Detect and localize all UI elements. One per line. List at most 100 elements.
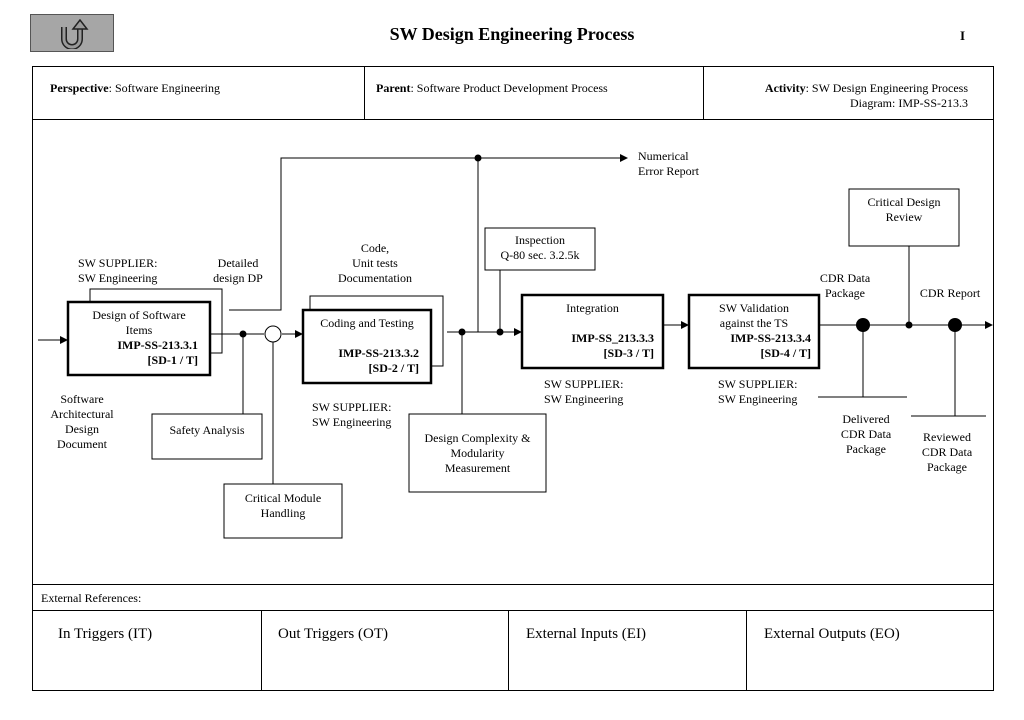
label-line: Detailed [217, 256, 259, 270]
delivered-cdr-label: Delivered CDR Data Package [828, 412, 904, 457]
software-arch-doc-label: Software Architectural Design Document [40, 392, 124, 452]
sw-supplier-label-2: SW SUPPLIER: SW Engineering [312, 400, 391, 430]
label-line: Design Complexity & [424, 431, 531, 445]
process-code: [SD-1 / T] [147, 353, 198, 367]
box3-title: Integration [566, 301, 619, 315]
box1-title: Design of Software Items [70, 308, 208, 338]
cdr-report-label: CDR Report [919, 286, 981, 300]
label-line: SW SUPPLIER: [718, 377, 798, 391]
label-line: Design [65, 422, 99, 436]
safety-analysis-label: Safety Analysis [169, 423, 245, 437]
label-line: Package [825, 286, 865, 300]
ext-divider-3 [746, 610, 747, 690]
diagram-id: Diagram: IMP-SS-213.3 [850, 96, 968, 110]
label-line: Review [885, 210, 923, 224]
process-id: IMP-SS-213.3.1 [117, 338, 198, 352]
label-line: Delivered [842, 412, 890, 426]
label-line: Unit tests [352, 256, 398, 270]
box1-id: IMP-SS-213.3.1 [SD-1 / T] [70, 338, 198, 368]
label-line: SW SUPPLIER: [312, 400, 392, 414]
parent-label: Parent [376, 81, 411, 95]
ext-divider-2 [508, 610, 509, 690]
box4-id: IMP-SS-213.3.4 [SD-4 / T] [691, 331, 811, 361]
critical-design-review-box [848, 188, 960, 247]
error-report-line [229, 154, 628, 311]
process-code: [SD-2 / T] [368, 361, 419, 375]
process-code: [SD-4 / T] [760, 346, 811, 360]
label-line: CDR Data [921, 445, 973, 459]
label-line: CDR Data [840, 427, 892, 441]
label-line: SW Engineering [312, 415, 392, 429]
label-line: Document [57, 437, 107, 451]
label-line: SW SUPPLIER: [544, 377, 624, 391]
footer-divider-mid [33, 610, 993, 611]
activity-value: : SW Design Engineering Process [805, 81, 968, 95]
cdr-package-node [856, 318, 870, 332]
label-line: Reviewed [923, 430, 971, 444]
sw-supplier-label-3: SW SUPPLIER: SW Engineering [544, 377, 623, 407]
box1-bracket [89, 288, 223, 354]
box2-id: IMP-SS-213.3.2 [SD-2 / T] [305, 346, 419, 376]
critical-design-review-label: Critical Design Review [849, 195, 959, 225]
out-triggers-header: Out Triggers (OT) [278, 626, 389, 642]
detailed-design-label: Detailed design DP [206, 256, 270, 286]
label-line: Package [846, 442, 886, 456]
box4-title: SW Validation against the TS [691, 301, 817, 331]
in-triggers-header: In Triggers (IT) [58, 626, 153, 642]
label-line: Measurement [444, 461, 511, 475]
info-divider-2 [703, 67, 704, 119]
box2-bracket [309, 295, 444, 367]
header-divider [33, 119, 993, 120]
cdr-data-package-label: CDR Data Package [810, 271, 880, 301]
footer-divider-top [33, 584, 993, 585]
info-divider-1 [364, 67, 365, 119]
label-line: CDR Data [819, 271, 871, 285]
parent-field: Parent: Software Product Development Pro… [376, 81, 608, 96]
numerical-error-report-label: Numerical Error Report [638, 149, 699, 179]
label-line: Architectural [50, 407, 114, 421]
junction-dot [474, 154, 482, 162]
design-complexity-label: Design Complexity & Modularity Measureme… [409, 431, 546, 476]
label-line: Code, [360, 241, 390, 255]
label-line: Package [927, 460, 967, 474]
label-line: SW Engineering [718, 392, 798, 406]
design-complexity-box [408, 413, 547, 493]
cdr-report-node [948, 318, 962, 332]
page-title: SW Design Engineering Process [389, 24, 635, 44]
external-inputs-header: External Inputs (EI) [526, 626, 646, 642]
process-id: IMP-SS-213.3.2 [338, 346, 419, 360]
label-line: Error Report [638, 164, 699, 178]
label-line: design DP [213, 271, 263, 285]
code-unit-tests-label: Code, Unit tests Documentation [325, 241, 425, 286]
label-line: Handling [260, 506, 306, 520]
critical-module-box [223, 483, 343, 539]
activity-field: Activity: SW Design Engineering Process … [765, 81, 968, 111]
label-line: Software [60, 392, 104, 406]
label-line: Inspection [515, 233, 565, 247]
external-references-label: External References: [41, 591, 142, 605]
perspective-value: : Software Engineering [108, 81, 220, 95]
perspective-field: Perspective: Software Engineering [50, 81, 220, 96]
process-code: [SD-3 / T] [603, 346, 654, 360]
page-number: I [960, 28, 966, 43]
label-line: Numerical [638, 149, 689, 163]
safety-analysis-box [151, 413, 263, 460]
process-box-coding [301, 308, 433, 385]
or-junction [264, 325, 282, 343]
label-line: Q-80 sec. 3.2.5k [500, 248, 580, 262]
label-line: Items [125, 323, 153, 337]
junction-dot [905, 321, 913, 329]
external-outputs-header: External Outputs (EO) [764, 626, 900, 642]
process-id: IMP-SS_213.3.3 [571, 331, 654, 345]
perspective-label: Perspective [50, 81, 109, 95]
label-line: SW Engineering [544, 392, 624, 406]
sw-supplier-label-1: SW SUPPLIER: SW Engineering [78, 256, 157, 286]
u-turn-arrow-icon [61, 19, 89, 49]
junction-dot [458, 328, 466, 336]
back-button[interactable] [30, 14, 114, 52]
label-line: against the TS [719, 316, 789, 330]
junction-dot [496, 328, 504, 336]
box2-title: Coding and Testing [320, 316, 414, 330]
label-line: Critical Module [244, 491, 322, 505]
